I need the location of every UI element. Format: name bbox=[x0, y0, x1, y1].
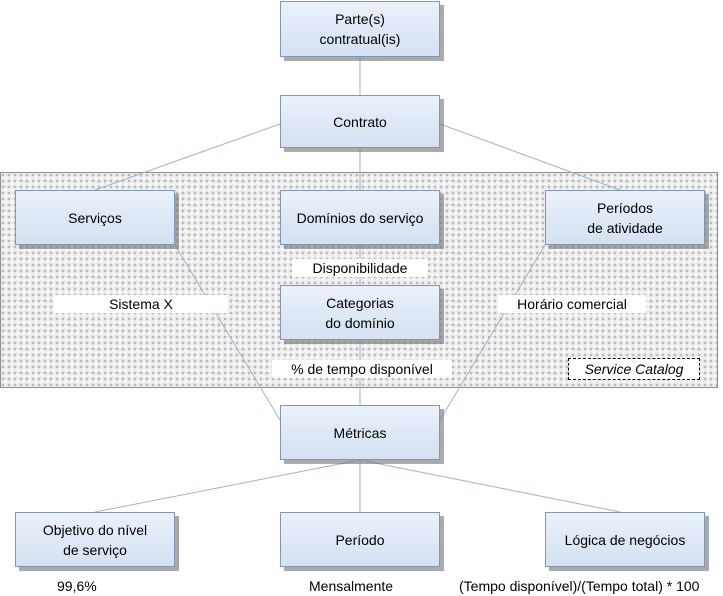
service-catalog-tag: Service Catalog bbox=[568, 358, 700, 380]
tempo-disponivel-label: % de tempo disponível bbox=[272, 360, 452, 378]
dominios-do-servico-box[interactable]: Domínios do serviço bbox=[280, 190, 440, 245]
partes-contratuais-box[interactable]: Parte(s) contratual(is) bbox=[280, 1, 440, 57]
objetivo-do-nivel-de-servico-box[interactable]: Objetivo do nível de serviço bbox=[15, 512, 175, 567]
connector-metricas-objetivo bbox=[94, 459, 361, 513]
categorias-do-dominio-box[interactable]: Categorias do domínio bbox=[280, 285, 440, 340]
periodo-value: Mensalmente bbox=[309, 578, 394, 594]
contrato-box[interactable]: Contrato bbox=[280, 95, 440, 148]
connector-periodos-metricas bbox=[439, 244, 546, 421]
horario-comercial-label: Horário comercial bbox=[498, 295, 646, 313]
periodo-box[interactable]: Período bbox=[280, 512, 440, 567]
connector-servicos-metricas bbox=[174, 244, 281, 421]
disponibilidade-label: Disponibilidade bbox=[292, 259, 428, 277]
connector-contrato-periodos bbox=[439, 123, 621, 191]
sistema-x-label: Sistema X bbox=[54, 295, 228, 313]
periodos-de-atividade-box[interactable]: Períodos de atividade bbox=[545, 190, 705, 245]
servicos-box[interactable]: Serviços bbox=[15, 190, 175, 245]
objetivo-value: 99,6% bbox=[57, 578, 97, 594]
metricas-box[interactable]: Métricas bbox=[280, 405, 440, 460]
connector-metricas-logica bbox=[359, 459, 621, 513]
logica-value: (Tempo disponível)/(Tempo total) * 100 bbox=[459, 578, 700, 594]
connector-contrato-servicos bbox=[94, 123, 281, 191]
logica-de-negocios-box[interactable]: Lógica de negócios bbox=[545, 512, 705, 567]
